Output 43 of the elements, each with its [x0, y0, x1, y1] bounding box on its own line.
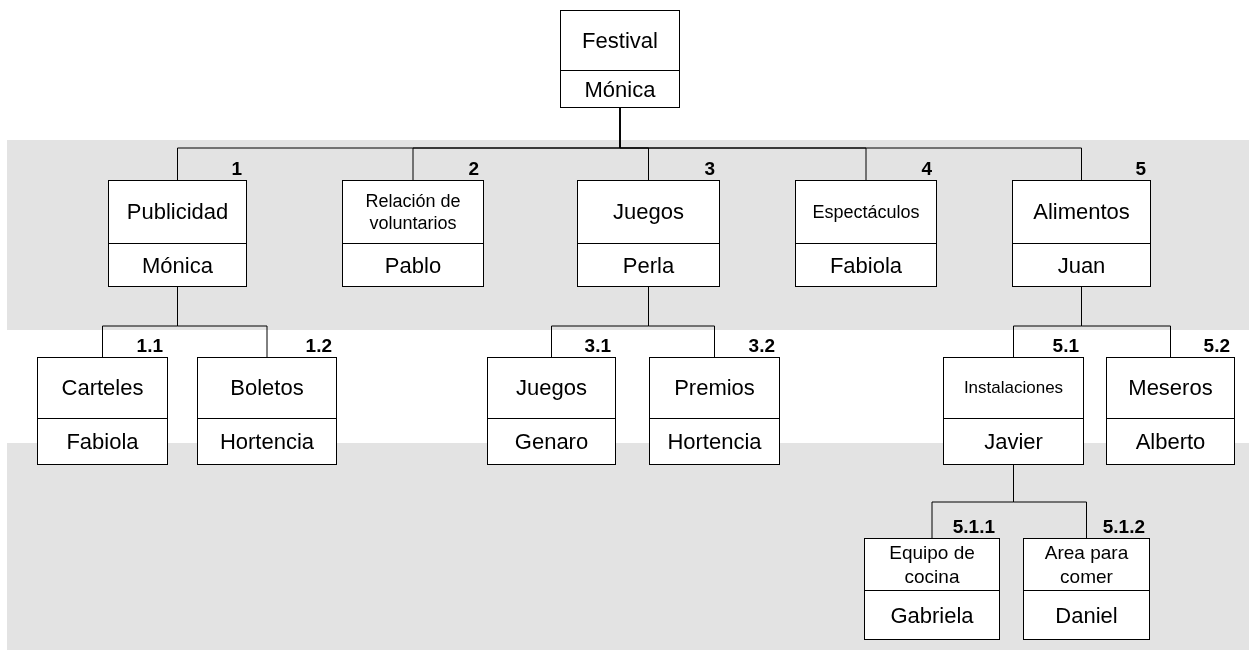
wbs-number: 3.2 [748, 336, 775, 355]
person-name: Juan [1057, 251, 1106, 280]
unit-name: Area para comer [1043, 540, 1130, 589]
person-name: Pablo [384, 251, 442, 280]
wbs-number: 1.2 [305, 336, 332, 355]
unit-name: Carteles [61, 374, 144, 402]
wbs-number: 5.1 [1052, 336, 1079, 355]
unit-name: Publicidad [126, 198, 229, 226]
person-name: Mónica [584, 75, 656, 104]
wbs-number: 3 [704, 159, 715, 178]
unit-name: Juegos [516, 374, 587, 402]
unit-name: Instalaciones [963, 377, 1064, 399]
person-name: Daniel [1055, 601, 1118, 630]
wbs-number: 1 [231, 159, 242, 178]
person-name: Hortencia [667, 428, 762, 456]
person-name: Fabiola [829, 251, 903, 280]
unit-name: Meseros [1128, 374, 1213, 402]
wbs-number: 2 [468, 159, 479, 178]
wbs-number: 3.1 [584, 336, 611, 355]
person-name: Gabriela [890, 601, 974, 630]
unit-name: Boletos [230, 374, 304, 402]
unit-name: Equipo de cocina [888, 540, 976, 589]
person-name: Mónica [142, 251, 213, 280]
wbs-number: 4 [921, 159, 932, 178]
person-name: Fabiola [66, 428, 139, 456]
unit-name: Relación de voluntarios [364, 189, 462, 235]
unit-name: Festival [582, 26, 658, 55]
unit-name: Juegos [613, 198, 684, 226]
unit-name: Premios [674, 374, 755, 402]
person-name: Perla [622, 251, 675, 280]
person-name: Hortencia [219, 428, 315, 456]
wbs-number: 5 [1135, 159, 1146, 178]
unit-name: Alimentos [1033, 198, 1130, 226]
person-name: Javier [984, 428, 1043, 456]
wbs-number: 1.1 [136, 336, 163, 355]
wbs-number: 5.2 [1203, 336, 1230, 355]
connector-line [619, 107, 1082, 181]
unit-name: Espectáculos [812, 200, 920, 224]
person-name: Alberto [1135, 428, 1206, 456]
wbs-number: 5.1.1 [952, 517, 995, 536]
person-name: Genaro [514, 428, 589, 456]
wbs-number: 5.1.2 [1102, 517, 1145, 536]
org-box [560, 10, 680, 108]
